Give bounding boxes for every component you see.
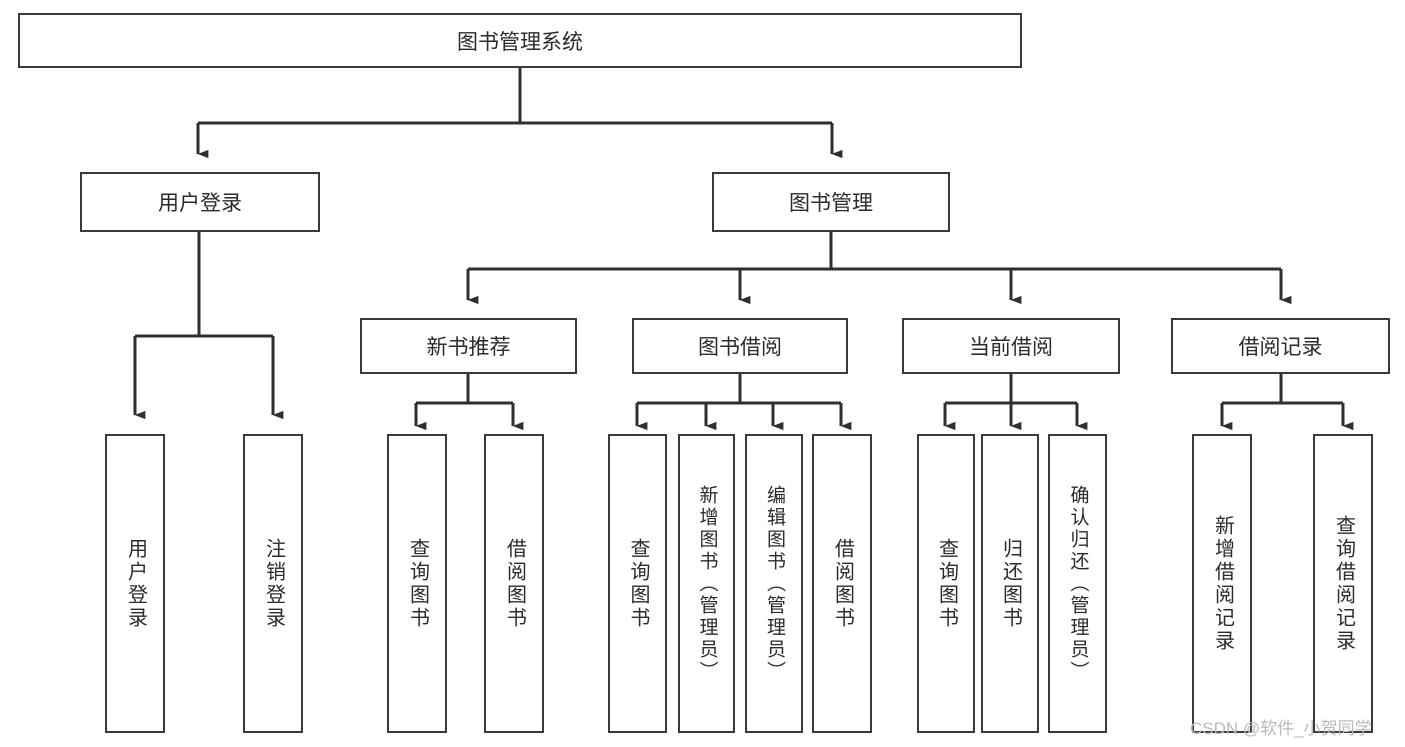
node-label: 新增借阅记录 — [1211, 514, 1234, 653]
leaf-query-borrow-record[interactable]: 查询借阅记录 — [1313, 434, 1373, 733]
leaf-confirm-return-admin[interactable]: 确认归还（管理员） — [1048, 434, 1107, 733]
node-label: 用户登录 — [124, 537, 147, 630]
node-label: 注销登录 — [262, 537, 285, 630]
node-current-borrow[interactable]: 当前借阅 — [902, 318, 1120, 374]
node-label: 查询图书 — [406, 537, 429, 630]
node-label: 编辑图书（管理员） — [763, 484, 785, 683]
node-label: 查询借阅记录 — [1332, 514, 1355, 653]
node-new-book-recommend[interactable]: 新书推荐 — [360, 318, 577, 374]
leaf-add-borrow-record[interactable]: 新增借阅记录 — [1192, 434, 1252, 733]
node-label: 确认归还（管理员） — [1067, 484, 1089, 683]
node-label: 新书推荐 — [426, 336, 511, 359]
node-label: 查询图书 — [935, 537, 958, 630]
node-label: 当前借阅 — [969, 336, 1053, 359]
node-label: 新增图书（管理员） — [696, 484, 718, 683]
node-user-login[interactable]: 用户登录 — [80, 172, 320, 232]
node-book-borrow[interactable]: 图书借阅 — [632, 318, 848, 374]
node-borrow-record[interactable]: 借阅记录 — [1171, 318, 1390, 374]
leaf-logout-login[interactable]: 注销登录 — [243, 434, 303, 733]
node-root-library-system[interactable]: 图书管理系统 — [18, 13, 1022, 68]
node-label: 借阅图书 — [503, 537, 526, 630]
leaf-query-book-3[interactable]: 查询图书 — [917, 434, 975, 733]
node-label: 图书管理 — [789, 192, 873, 215]
node-label: 归还图书 — [999, 537, 1022, 630]
leaf-add-book-admin[interactable]: 新增图书（管理员） — [678, 434, 735, 733]
node-label: 借阅记录 — [1238, 336, 1323, 359]
leaf-edit-book-admin[interactable]: 编辑图书（管理员） — [745, 434, 803, 733]
node-book-management[interactable]: 图书管理 — [712, 172, 950, 232]
leaf-user-login[interactable]: 用户登录 — [105, 434, 165, 733]
node-label: 图书借阅 — [698, 336, 782, 359]
leaf-return-book[interactable]: 归还图书 — [981, 434, 1039, 733]
node-label: 用户登录 — [158, 192, 242, 215]
leaf-borrow-book-1[interactable]: 借阅图书 — [484, 434, 544, 733]
node-label: 借阅图书 — [831, 537, 854, 630]
leaf-borrow-book-2[interactable]: 借阅图书 — [812, 434, 872, 733]
node-label: 图书管理系统 — [457, 30, 583, 54]
node-label: 查询图书 — [627, 537, 649, 630]
leaf-query-book-2[interactable]: 查询图书 — [608, 434, 667, 733]
leaf-query-book-1[interactable]: 查询图书 — [387, 434, 447, 733]
